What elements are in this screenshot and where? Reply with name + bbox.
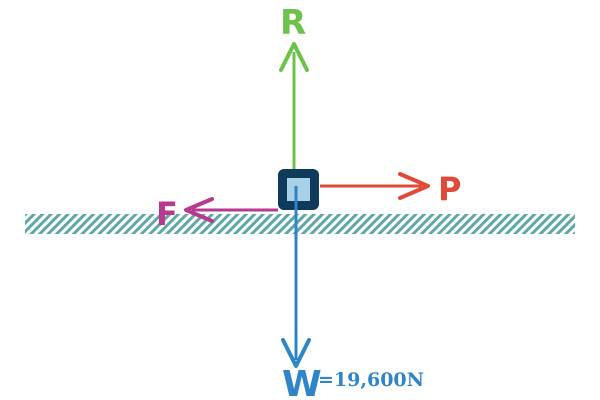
friction-label: F (156, 195, 178, 233)
weight-label: W (282, 364, 322, 400)
reaction-arrow (279, 42, 309, 178)
push-arrow (320, 172, 430, 200)
push-label: P (438, 170, 461, 208)
reaction-label: R (280, 3, 306, 43)
friction-arrow (184, 197, 278, 223)
ground-surface (25, 214, 575, 234)
block (278, 169, 319, 210)
weight-value: =19,600N (318, 369, 424, 391)
weight-arrow (281, 186, 311, 368)
